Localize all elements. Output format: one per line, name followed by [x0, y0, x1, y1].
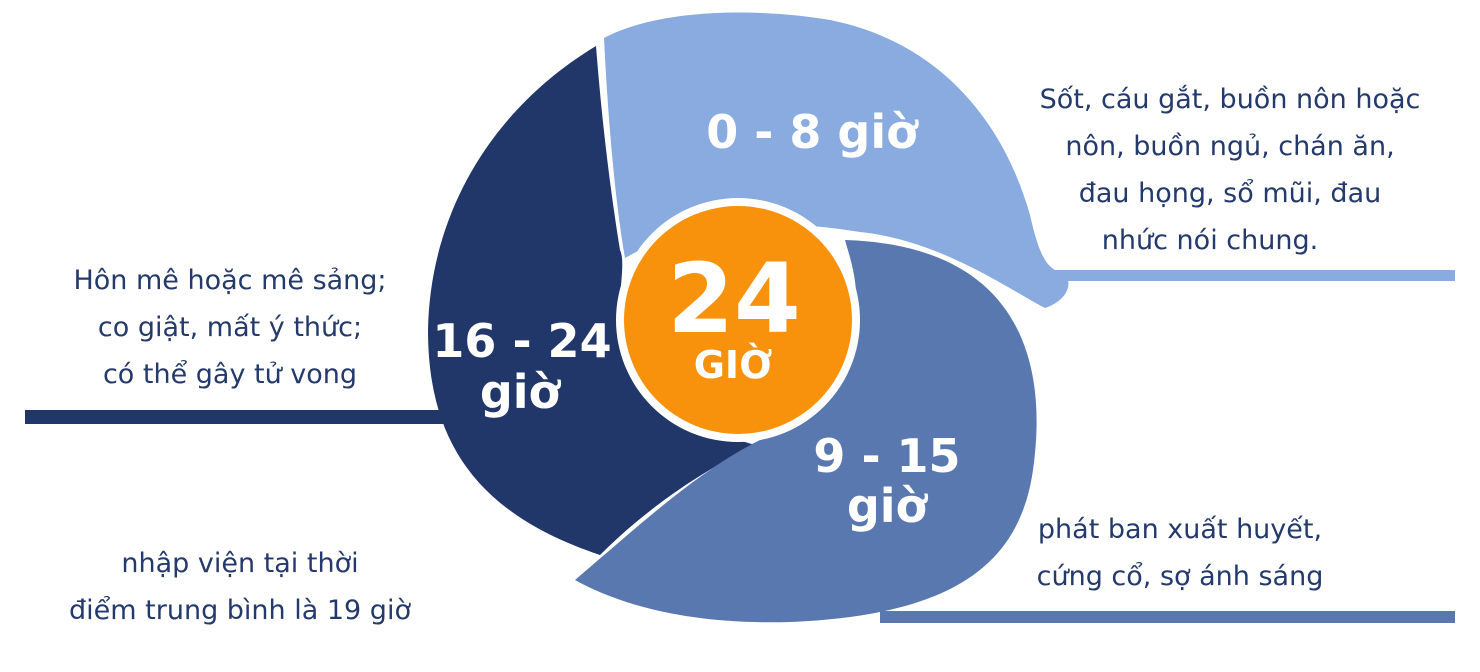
description-line: nhập viện tại thời — [121, 548, 359, 579]
description-line: nôn, buồn ngủ, chán ăn, — [1065, 131, 1395, 162]
description-line: có thể gây tử vong — [102, 359, 358, 390]
description-line: nhức nói chung. — [1101, 225, 1319, 256]
segment-label-16-24-line1: 16 - 24 — [432, 314, 611, 368]
connector-line-bottom-right — [880, 611, 1455, 623]
segment-16-24 — [428, 46, 755, 555]
segment-label-9-15-line2: giờ — [847, 479, 929, 533]
center-circle — [624, 206, 852, 434]
description-bottom-right: phát ban xuất huyết, cứng cổ, sợ ánh sán… — [995, 506, 1365, 600]
description-line: đau họng, sổ mũi, đau — [1078, 178, 1382, 209]
connector-line-top-right — [1050, 270, 1455, 281]
segment-label-16-24-line2: giờ — [480, 365, 562, 419]
segment-0-8 — [604, 12, 1069, 309]
connector-line-left — [25, 410, 445, 424]
center-unit: GIỜ — [694, 343, 773, 387]
segment-9-15 — [575, 240, 1037, 623]
center-value: 24 — [667, 243, 801, 355]
description-line: điểm trung bình là 19 giờ — [69, 595, 411, 626]
segment-label-9-15-line1: 9 - 15 — [813, 429, 960, 483]
description-bottom-left: nhập viện tại thời điểm trung bình là 19… — [20, 540, 460, 634]
description-left: Hôn mê hoặc mê sảng; co giật, mất ý thức… — [30, 257, 430, 398]
description-line: co giật, mất ý thức; — [97, 312, 363, 343]
description-line: Sốt, cáu gắt, buồn nôn hoặc — [1039, 84, 1421, 115]
description-line: phát ban xuất huyết, — [1037, 514, 1323, 545]
description-top-right: Sốt, cáu gắt, buồn nôn hoặc nôn, buồn ng… — [1000, 76, 1460, 264]
description-line: cứng cổ, sợ ánh sáng — [1036, 561, 1324, 592]
description-line: Hôn mê hoặc mê sảng; — [73, 265, 387, 296]
segment-label-0-8: 0 - 8 giờ — [706, 105, 919, 159]
